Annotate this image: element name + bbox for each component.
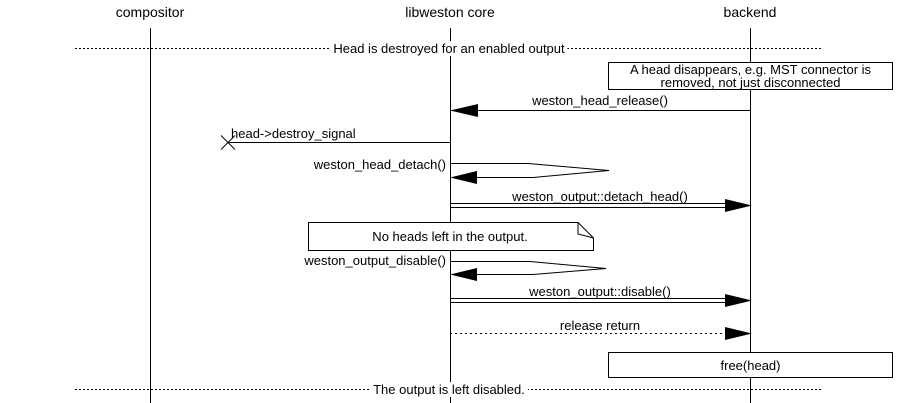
arrowhead-right-disable xyxy=(725,294,752,307)
action-box-free-head-label: free(head) xyxy=(720,357,781,373)
arrowhead-left-head-detach xyxy=(450,171,477,184)
participant-libweston-core: libweston core xyxy=(405,4,495,20)
message-label-disable: weston_output::disable() xyxy=(529,284,671,299)
arrowhead-left-head-release xyxy=(450,104,478,117)
action-box-free-head: free(head) xyxy=(608,352,893,378)
message-label-detach-head: weston_output::detach_head() xyxy=(512,189,688,204)
divider-label-top: Head is destroyed for an enabled output xyxy=(330,41,568,56)
arrowhead-left-output-disable xyxy=(450,268,477,281)
message-label-head-detach: weston_head_detach() xyxy=(313,157,446,172)
lost-x-mark-2 xyxy=(220,135,236,150)
arrowhead-right-release-return xyxy=(725,327,752,340)
message-label-destroy-signal: head->destroy_signal xyxy=(231,126,356,141)
message-label-release-return: release return xyxy=(559,318,641,333)
participant-backend: backend xyxy=(723,4,777,20)
message-label-head-release: weston_head_release() xyxy=(532,93,668,108)
note-head-disappears: A head disappears, e.g. MST connector is… xyxy=(608,62,893,90)
participant-compositor: compositor xyxy=(115,4,185,20)
note-no-heads-fold xyxy=(577,222,594,239)
arrowhead-right-detach-head xyxy=(725,199,752,212)
note-no-heads-shape xyxy=(308,222,594,251)
note-head-disappears-line2: removed, not just disconnected xyxy=(660,75,841,90)
note-no-heads-label: No heads left in the output. xyxy=(372,229,528,244)
message-label-output-disable: weston_output_disable() xyxy=(304,253,446,268)
self-arrow-head-detach xyxy=(450,163,610,178)
divider-label-bottom: The output is left disabled. xyxy=(370,382,528,397)
self-arrow-output-disable xyxy=(450,261,607,275)
note-head-disappears-line1: A head disappears, e.g. MST connector is xyxy=(629,62,872,77)
